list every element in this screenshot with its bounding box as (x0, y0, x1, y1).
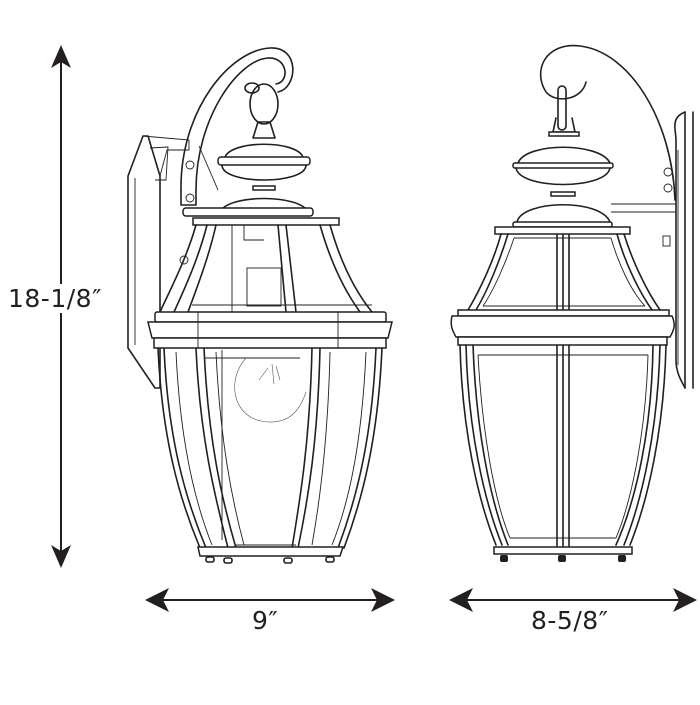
side-bottom-ring (493, 546, 633, 562)
front-width-dimension-label: 9″ (252, 606, 279, 635)
side-hook (539, 44, 676, 201)
side-depth-dimension-label: 8-5/8″ (531, 606, 609, 635)
side-wall-plate (611, 111, 694, 389)
scroll-arm (180, 47, 294, 206)
front-view-lantern (127, 47, 393, 564)
front-width-dimension-arrow (145, 588, 395, 612)
side-upper-glass (467, 233, 661, 313)
side-lower-glass (459, 344, 667, 548)
wall-backplate (127, 135, 219, 389)
lantern-cap (182, 121, 340, 226)
middle-band (147, 311, 393, 349)
side-cap (494, 146, 631, 235)
lower-glass (157, 347, 383, 549)
side-width-dimension-arrow (449, 588, 697, 612)
height-dimension-label: 18-1/8″ (8, 284, 102, 313)
bottom-ring (197, 546, 345, 564)
side-middle-band (450, 309, 675, 346)
upper-glass (159, 224, 373, 313)
side-view-lantern (450, 44, 694, 562)
